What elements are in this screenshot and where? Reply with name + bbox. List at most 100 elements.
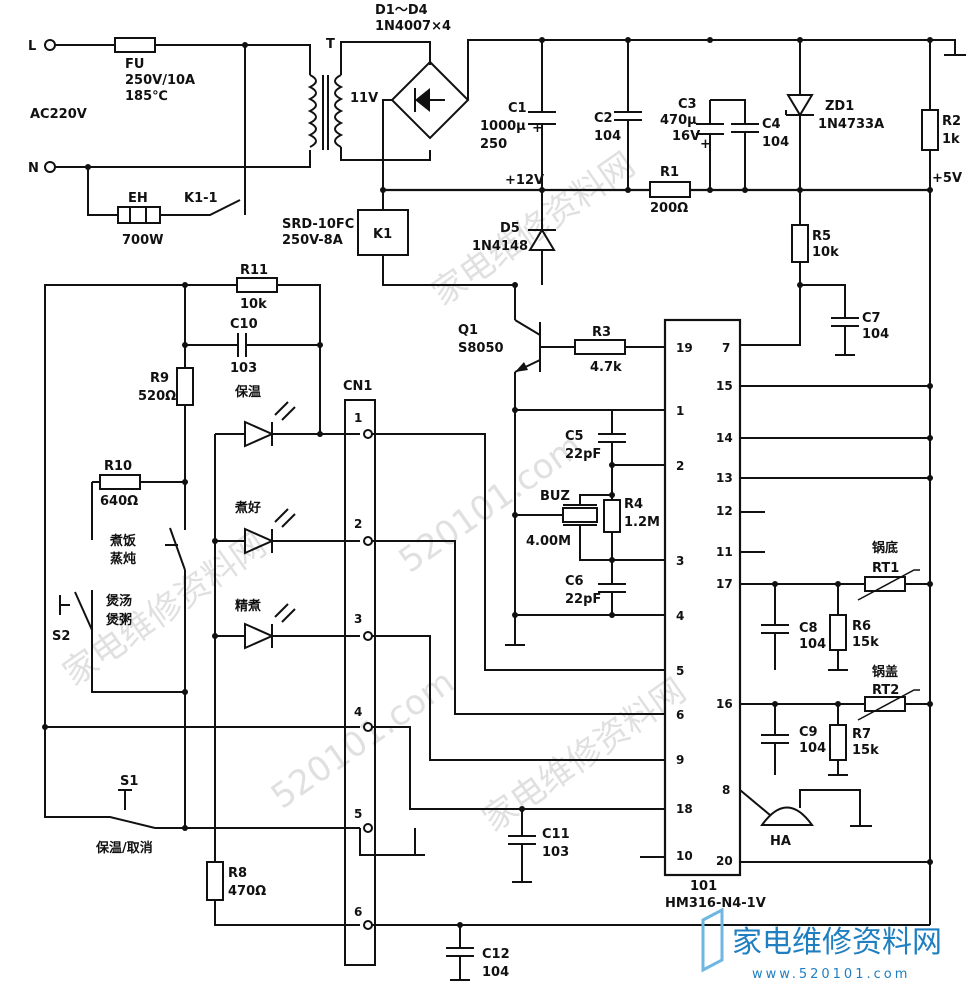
crystal-buz [562, 507, 598, 523]
transformer-ref: T [326, 37, 335, 52]
r6-value: 15k [852, 635, 879, 650]
r11-resistor [236, 277, 278, 293]
r8-value: 470Ω [228, 884, 266, 899]
buz-value: 4.00M [526, 534, 571, 549]
ic-pin-17: 17 [716, 577, 733, 591]
soup-label-2: 煲粥 [106, 612, 132, 628]
zd1-part: 1N4733A [818, 117, 884, 132]
r11-value: 10k [240, 297, 267, 312]
thermistor-rt2 [864, 696, 906, 712]
ic-pin-18: 18 [676, 802, 693, 816]
c7-ref: C7 [862, 311, 881, 326]
mains-section: L N AC220V FU 250V/10A 185℃ EH 700W K1-1… [28, 3, 930, 286]
buz-ref: BUZ [540, 489, 570, 504]
r2-ref: R2 [942, 114, 961, 129]
r1-ref: R1 [660, 165, 679, 180]
transformer-t [307, 41, 431, 161]
cook-label-1: 煮饭 [109, 533, 136, 549]
cn1-pin-4: 4 [354, 705, 362, 719]
r5-value: 10k [812, 245, 839, 260]
watermark-url: 520101.com [264, 662, 462, 817]
svg-text:+: + [700, 137, 711, 152]
r10-resistor [99, 474, 141, 490]
r3-value: 4.7k [590, 360, 622, 375]
ic-pin-14: 14 [716, 431, 733, 445]
footer-watermark: 家电维修资料网 www.520101.com [701, 907, 942, 982]
ic-pin-16: 16 [716, 697, 733, 711]
c1-voltage: 250 [480, 137, 507, 152]
r9-resistor [176, 367, 194, 406]
bridge-part: 1N4007×4 [375, 19, 451, 34]
thermistor-section: 锅底 RT1 C8 104 R6 15k 锅盖 RT2 C9 104 R7 15… [740, 540, 933, 776]
power-supply-section: + C1 1000μ 250 +12V C2 104 R1 200Ω + C3 … [383, 37, 966, 925]
terminal-n-label: N [28, 161, 39, 176]
thermistor-rt1 [864, 576, 906, 592]
ac-voltage-label: AC220V [30, 107, 87, 122]
cn1-ref: CN1 [343, 379, 372, 394]
c3-ref: C3 [678, 97, 697, 112]
r4-value: 1.2M [624, 515, 660, 530]
ic-pin-6: 6 [676, 708, 684, 722]
zener-zd1 [786, 94, 814, 117]
c6-ref: C6 [565, 574, 584, 589]
cn1-pin-6: 6 [354, 905, 362, 919]
fuse-rating: 250V/10A [125, 73, 195, 88]
r6-resistor [829, 614, 847, 651]
r10-value: 640Ω [100, 494, 138, 509]
ic-pin-3: 3 [676, 554, 684, 568]
connector-cn1: CN1 1 2 3 4 5 6 [343, 379, 376, 966]
r6-ref: R6 [852, 619, 871, 634]
r11-ref: R11 [240, 263, 268, 278]
c10-ref: C10 [230, 317, 258, 332]
ic-pin-12: 12 [716, 504, 733, 518]
c3-voltage: 16V [672, 129, 700, 144]
c11-ref: C11 [542, 827, 570, 842]
c10-value: 103 [230, 361, 257, 376]
r1-value: 200Ω [650, 201, 688, 216]
c9-ref: C9 [799, 725, 818, 740]
cn1-pin-3: 3 [354, 612, 362, 626]
c4-value: 104 [762, 135, 789, 150]
fuse-temp: 185℃ [125, 89, 168, 104]
soup-label-1: 煲汤 [106, 593, 132, 609]
d5-ref: D5 [500, 221, 520, 236]
c8-value: 104 [799, 637, 826, 652]
control-panel-section: R11 10k C10 103 R9 520Ω R10 640Ω 煮饭 蒸炖 煲… [42, 263, 425, 856]
rt2-label: 锅盖 [872, 664, 898, 680]
watermark-logo-icon [701, 907, 724, 973]
r7-ref: R7 [852, 727, 871, 742]
bridge-rectifier [382, 39, 930, 190]
heater-ref: EH [128, 191, 148, 206]
c5-ref: C5 [565, 429, 584, 444]
zd1-ref: ZD1 [825, 99, 854, 114]
oscillator-section: C5 22pF BUZ 4.00M R4 1.2M C6 22pF [505, 407, 665, 646]
s2-label: S2 [52, 629, 70, 644]
r3-ref: R3 [592, 325, 611, 340]
v12-label: +12V [505, 173, 544, 188]
bridge-ref: D1～D4 [375, 3, 428, 18]
s1-function-label: 保温/取消 [95, 840, 153, 856]
terminal-l [44, 39, 56, 51]
r4-ref: R4 [624, 497, 643, 512]
rt1-label: 锅底 [872, 540, 898, 556]
q1-part: S8050 [458, 341, 504, 356]
c8-ref: C8 [799, 621, 818, 636]
c4-ref: C4 [762, 117, 781, 132]
fuse-ref: FU [125, 57, 144, 72]
c12-value: 104 [482, 965, 509, 980]
r5-resistor [791, 224, 809, 263]
r7-value: 15k [852, 743, 879, 758]
footer-brand: 家电维修资料网 [732, 925, 942, 960]
r10-ref: R10 [104, 459, 132, 474]
c1-value: 1000μ [480, 119, 526, 134]
terminal-l-label: L [28, 39, 36, 54]
ic-pin-2: 2 [676, 459, 684, 473]
ic-pin-10: 10 [676, 849, 693, 863]
r8-resistor [206, 861, 224, 901]
led-warm [244, 420, 275, 448]
svg-text:+: + [532, 121, 543, 136]
led-fine-label: 精煮 [235, 598, 261, 614]
relay-rating: 250V-8A [282, 233, 343, 248]
led-fine [244, 622, 275, 650]
